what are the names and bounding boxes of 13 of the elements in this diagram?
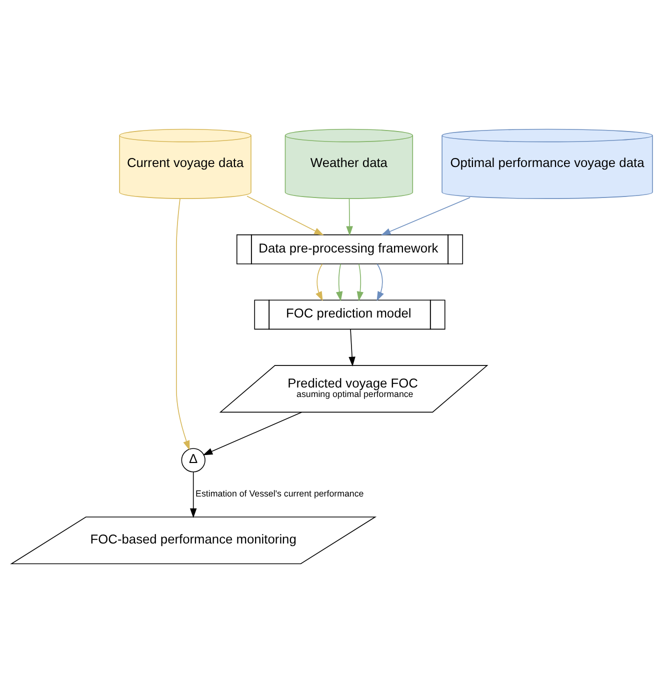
arrow [380,197,470,236]
arrow [346,198,353,236]
arrow [190,472,197,518]
arrow [356,264,364,302]
arrow [316,264,323,302]
arrow [246,196,324,236]
arrow [376,264,384,302]
edge-label: Estimation of Vessel's current performance [196,488,364,499]
arrow [202,412,302,456]
arrow [336,264,343,302]
arrow [348,329,356,366]
node-circle: Δ [181,448,206,472]
arrow [176,198,190,450]
